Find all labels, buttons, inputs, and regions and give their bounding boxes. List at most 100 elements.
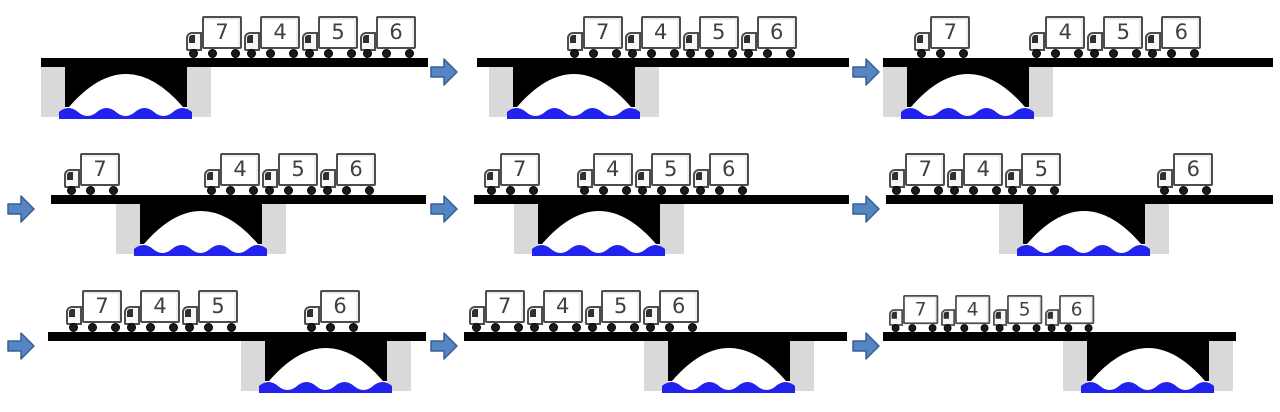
truck-wheel bbox=[1064, 324, 1073, 332]
truck-wheel bbox=[347, 49, 356, 58]
truck-wheel bbox=[936, 49, 946, 58]
truck-window bbox=[685, 35, 692, 43]
truck-wheel bbox=[88, 323, 97, 332]
truck-cab bbox=[1145, 32, 1162, 51]
truck-number: 6 bbox=[349, 157, 363, 181]
truck-trailer: 5 bbox=[650, 153, 691, 186]
truck-wheel bbox=[111, 323, 120, 332]
truck-wheel bbox=[992, 186, 1002, 195]
truck-4: 4 bbox=[124, 290, 180, 332]
truck-wheel bbox=[587, 323, 597, 332]
truck-window bbox=[127, 309, 133, 317]
truck-wheel bbox=[231, 49, 240, 58]
truck-number: 4 bbox=[273, 20, 287, 44]
truck-number: 6 bbox=[1174, 20, 1189, 44]
truck-wheel bbox=[687, 323, 697, 332]
truck-number: 4 bbox=[605, 157, 620, 181]
truck-wheel bbox=[1202, 186, 1212, 195]
truck-wheel bbox=[969, 186, 979, 195]
truck-7: 7 bbox=[186, 16, 242, 58]
truck-cab bbox=[889, 169, 906, 188]
truck-window bbox=[207, 172, 213, 180]
row-2: 7 4 5 6 bbox=[0, 137, 1280, 274]
next-step-arrow-icon bbox=[429, 58, 458, 86]
road bbox=[886, 195, 1274, 204]
truck-wheel bbox=[326, 323, 335, 332]
bridge-arch bbox=[144, 211, 258, 244]
truck-7: 7 bbox=[889, 295, 939, 332]
truck-window bbox=[695, 172, 702, 180]
truck-wheel bbox=[247, 49, 256, 58]
truck-wheel bbox=[1090, 49, 1100, 58]
truck-cab bbox=[304, 306, 320, 325]
bridge-pier-right bbox=[387, 341, 411, 391]
truck-7: 7 bbox=[566, 16, 623, 58]
truck-number: 5 bbox=[1019, 298, 1031, 320]
truck-number: 7 bbox=[497, 294, 512, 318]
truck-wheel bbox=[505, 186, 515, 195]
truck-wheel bbox=[109, 186, 118, 195]
bridge-arch bbox=[69, 74, 183, 107]
truck-6: 6 bbox=[1045, 295, 1095, 332]
truck-wheel bbox=[208, 49, 217, 58]
truck-wheel bbox=[598, 186, 608, 195]
truck-wheel bbox=[928, 324, 937, 332]
water bbox=[661, 382, 795, 393]
truck-number: 7 bbox=[943, 20, 958, 44]
next-step-arrow-icon bbox=[852, 58, 881, 86]
truck-trailer: 6 bbox=[1161, 16, 1202, 49]
truck-wheel bbox=[695, 186, 705, 195]
next-step-arrow bbox=[6, 274, 36, 411]
truck-wheel bbox=[891, 324, 900, 332]
truck-wheel bbox=[67, 186, 76, 195]
truck-cab bbox=[360, 32, 376, 51]
truck-window bbox=[363, 35, 369, 43]
truck-trailer: 4 bbox=[592, 153, 633, 186]
road bbox=[473, 195, 849, 204]
truck-wheel bbox=[737, 186, 747, 195]
bridge bbox=[116, 204, 286, 256]
truck-wheel bbox=[227, 323, 236, 332]
bridge-arch bbox=[1027, 211, 1142, 244]
bridge-pier-left bbox=[883, 67, 908, 117]
bridge-pier-right bbox=[1209, 341, 1234, 391]
truck-5: 5 bbox=[182, 290, 238, 332]
truck-trailer: 7 bbox=[80, 153, 120, 186]
truck-wheel bbox=[146, 323, 155, 332]
road bbox=[476, 58, 849, 67]
truck-6: 6 bbox=[692, 153, 749, 195]
truck-7: 7 bbox=[889, 153, 946, 195]
truck-number: 4 bbox=[976, 157, 991, 181]
water bbox=[134, 245, 267, 256]
truck-wheel bbox=[471, 323, 481, 332]
truck-trailer: 6 bbox=[1059, 295, 1095, 325]
water bbox=[901, 108, 1035, 119]
truck-window bbox=[569, 35, 576, 43]
scene-step-1: 7 4 5 6 bbox=[36, 0, 429, 137]
truck-wheel bbox=[606, 323, 616, 332]
truck-wheel bbox=[207, 186, 216, 195]
bridge-arch bbox=[671, 348, 786, 381]
truck-6: 6 bbox=[360, 16, 416, 58]
truck-trailer: 6 bbox=[708, 153, 749, 186]
truck-trailer: 6 bbox=[376, 16, 416, 49]
truck-trailer: 7 bbox=[905, 153, 946, 186]
truck-wheel bbox=[704, 49, 714, 58]
road bbox=[48, 332, 426, 341]
truck-wheel bbox=[486, 186, 496, 195]
truck-trailer: 7 bbox=[484, 290, 525, 323]
truck-trailer: 5 bbox=[1021, 153, 1062, 186]
bridge bbox=[488, 67, 659, 119]
bridge-arch bbox=[269, 348, 383, 381]
truck-wheel bbox=[943, 324, 952, 332]
truck-5: 5 bbox=[634, 153, 691, 195]
truck-number: 5 bbox=[711, 20, 726, 44]
truck-number: 5 bbox=[331, 20, 345, 44]
truck-trailer: 5 bbox=[1007, 295, 1043, 325]
road bbox=[463, 332, 847, 341]
truck-wheel bbox=[307, 186, 316, 195]
truck-wheel bbox=[548, 323, 558, 332]
truck-wheel bbox=[1074, 49, 1084, 58]
truck-wheel bbox=[490, 323, 500, 332]
truck-number: 4 bbox=[967, 298, 979, 320]
